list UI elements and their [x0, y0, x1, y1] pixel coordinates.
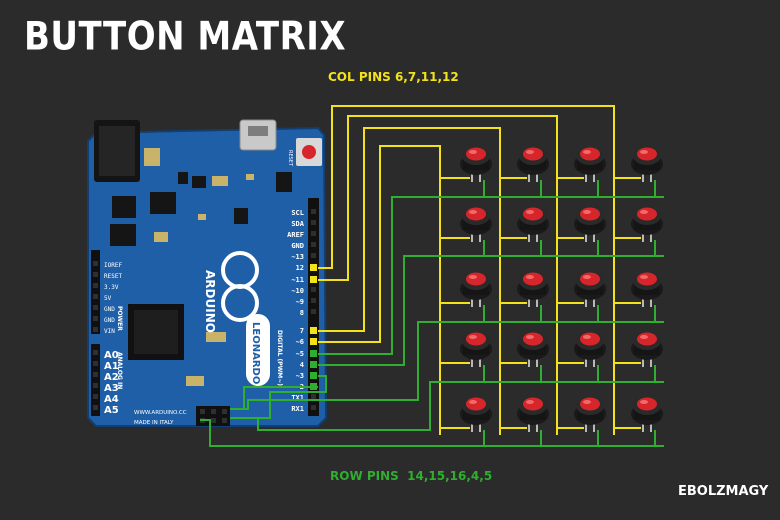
push-button — [460, 147, 492, 182]
svg-text:MADE IN ITALY: MADE IN ITALY — [134, 420, 174, 426]
digital-pin-label: 4 — [300, 361, 304, 369]
row-pins-label: ROW PINS 14,15,16,4,5 — [330, 469, 493, 483]
svg-text:ARDUINO: ARDUINO — [203, 270, 217, 333]
digital-pin-label: 8 — [300, 309, 304, 317]
digital-pin-label: ~3 — [296, 372, 304, 380]
digital-pin-label: TX1 — [291, 394, 304, 402]
digital-pin-label: GND — [291, 242, 304, 250]
power-pin-label: IOREF — [104, 262, 122, 269]
power-pin-label: VIN — [104, 328, 115, 335]
icsp-header — [196, 406, 230, 426]
digital-pin-label: AREF — [287, 231, 304, 239]
col-pins-label: COL PINS 6,7,11,12 — [328, 70, 459, 84]
push-button — [517, 397, 549, 432]
row-pin-connector — [310, 383, 317, 390]
row-wire — [200, 419, 664, 447]
digital-pin-label: ~5 — [296, 350, 304, 358]
row-pin-connector — [310, 350, 317, 357]
svg-text:ANALOG IN: ANALOG IN — [116, 352, 123, 389]
push-button — [517, 147, 549, 182]
arduino-logo: ARDUINO — [203, 251, 259, 333]
power-pin-label: RESET — [104, 273, 122, 280]
button-grid — [460, 147, 663, 432]
analog-pin-label: A2 — [104, 372, 119, 383]
push-button — [574, 272, 606, 307]
digital-pin-label: SDA — [291, 220, 304, 228]
push-button — [517, 207, 549, 242]
analog-pin-label: A1 — [104, 361, 119, 372]
push-button — [574, 332, 606, 367]
digital-pin-label: ~9 — [296, 298, 304, 306]
push-button — [631, 397, 663, 432]
credit-text: EBOLZMAGY — [678, 484, 769, 499]
power-header: IOREF RESET 3.3V 5V GND GND VIN — [93, 261, 122, 335]
push-button — [574, 147, 606, 182]
microcontroller-chip — [128, 304, 184, 360]
push-button — [460, 207, 492, 242]
digital-pin-label: ~11 — [291, 276, 304, 284]
dc-power-jack — [94, 120, 140, 182]
digital-pin-label: 12 — [296, 264, 304, 272]
row-pin-connector — [310, 372, 317, 379]
pin-connectors — [310, 264, 317, 390]
digital-pin-label: 7 — [300, 327, 304, 335]
column-pin-connector — [310, 276, 317, 283]
row-wire — [318, 255, 664, 366]
column-wire — [318, 115, 558, 435]
row-pin-connector — [310, 361, 317, 368]
digital-pin-label: ~10 — [291, 287, 304, 295]
analog-pin-label: A3 — [104, 383, 119, 394]
row-wire — [230, 386, 318, 410]
power-pin-label: 5V — [104, 295, 112, 302]
svg-text:WWW.ARDUINO.CC: WWW.ARDUINO.CC — [134, 410, 187, 416]
power-pin-label: GND — [104, 317, 115, 324]
push-button — [631, 147, 663, 182]
analog-pin-label: A0 — [104, 350, 119, 361]
reset-button: RESET — [287, 138, 322, 167]
push-button — [517, 332, 549, 367]
push-button — [460, 332, 492, 367]
push-button — [460, 272, 492, 307]
column-pin-connector — [310, 338, 317, 345]
column-wire — [318, 105, 615, 435]
digital-pin-label: SCL — [291, 209, 304, 217]
push-button — [517, 272, 549, 307]
push-button — [574, 207, 606, 242]
diagram-title: BUTTON MATRIX — [24, 14, 347, 60]
push-button — [460, 397, 492, 432]
column-pin-connector — [310, 264, 317, 271]
digital-pin-label: RX1 — [291, 405, 304, 413]
power-pin-label: 3.3V — [104, 284, 119, 291]
arduino-leonardo-board: RESET ARDUINO LEONARDO WWW.ARDUINO.CC M — [87, 119, 328, 427]
column-pin-connector — [310, 327, 317, 334]
column-wire — [318, 145, 441, 435]
wiring — [200, 105, 664, 447]
push-button — [631, 272, 663, 307]
analog-pin-label: A5 — [104, 405, 119, 416]
analog-pin-label: A4 — [104, 394, 119, 405]
svg-text:POWER: POWER — [116, 306, 123, 331]
svg-text:DIGITAL (PWM~): DIGITAL (PWM~) — [276, 330, 283, 386]
push-button — [631, 332, 663, 367]
power-pin-label: GND — [104, 306, 115, 313]
row-wire — [318, 196, 664, 355]
row-wire — [230, 375, 327, 419]
column-wire — [318, 127, 501, 435]
push-button — [574, 397, 606, 432]
digital-pin-label: ~6 — [296, 338, 304, 346]
push-button — [631, 207, 663, 242]
digital-pin-label: ~13 — [291, 253, 304, 261]
svg-text:RESET: RESET — [287, 150, 293, 167]
board-model-label: LEONARDO — [250, 322, 261, 384]
